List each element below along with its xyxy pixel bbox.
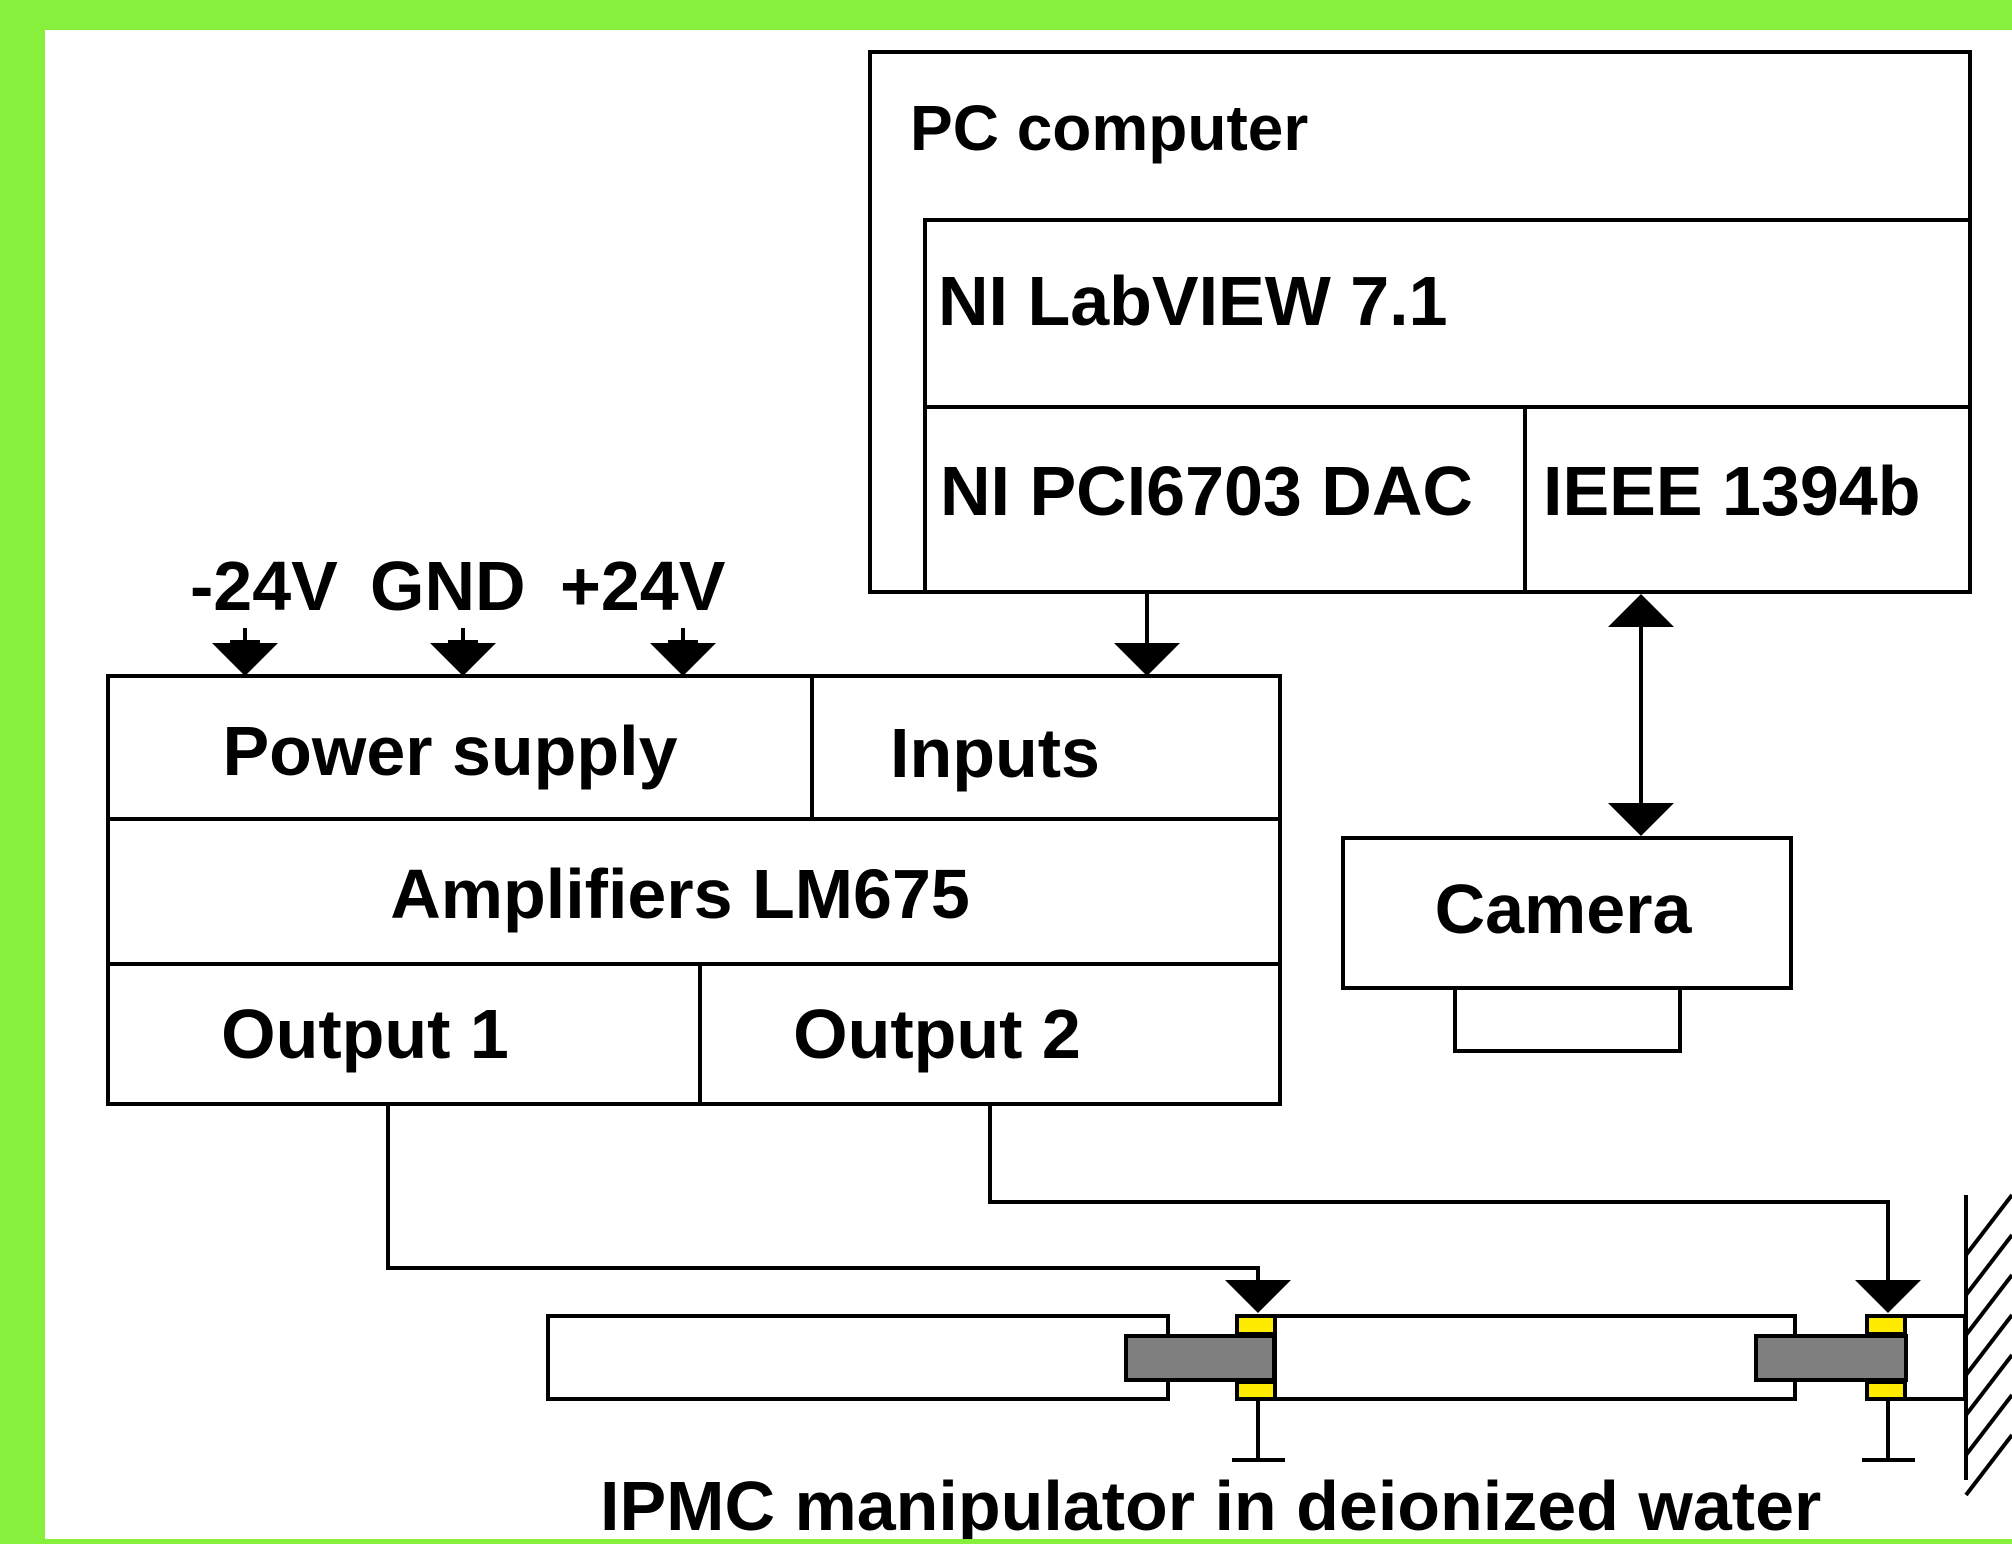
output2-label: Output 2 [793, 995, 1081, 1073]
output1-arrowhead [1225, 1280, 1291, 1313]
electrode-1 [1124, 1334, 1276, 1382]
camera-lens [1453, 986, 1682, 1053]
ieee-label: IEEE 1394b [1543, 452, 1920, 530]
pos-voltage-label: +24V [560, 547, 726, 625]
power-supply-label: Power supply [222, 712, 677, 790]
ieee-box [1523, 405, 1972, 594]
output1-wire [386, 1104, 1260, 1282]
pc-title: PC computer [910, 92, 1308, 164]
gnd-arrowhead [430, 643, 496, 676]
amplifiers-label: Amplifiers LM675 [390, 855, 970, 933]
manipulator-caption: IPMC manipulator in deionized water [600, 1467, 1821, 1539]
ieee-arrowhead [1608, 594, 1674, 627]
wall-hatching [1964, 1193, 2012, 1497]
amp-top-row [106, 674, 1282, 821]
ipmc-segment-1 [546, 1314, 1170, 1401]
pos-arrowhead [650, 643, 716, 676]
camera-box [1341, 836, 1793, 990]
clamp-2-top [1865, 1314, 1907, 1336]
neg-voltage-label: -24V [190, 547, 338, 625]
labview-label: NI LabVIEW 7.1 [938, 262, 1448, 340]
ipmc-segment-2 [1273, 1314, 1797, 1401]
inputs-arrowhead [1114, 643, 1180, 676]
inputs-label: Inputs [890, 714, 1100, 792]
output2-wire [988, 1104, 1890, 1282]
output1-label: Output 1 [221, 995, 509, 1073]
camera-label: Camera [1435, 870, 1693, 948]
camera-arrowhead [1608, 803, 1674, 836]
clamp-2-bottom [1865, 1380, 1907, 1401]
output2-arrowhead [1855, 1280, 1921, 1313]
clamp-1-top [1235, 1314, 1277, 1336]
dac-label: NI PCI6703 DAC [940, 452, 1473, 530]
outputs-row [106, 962, 1282, 1106]
neg-arrowhead [212, 643, 278, 676]
labview-box [923, 218, 1972, 409]
clamp-1-bottom [1235, 1380, 1277, 1401]
ipmc-base-stub [1903, 1314, 1967, 1401]
gnd-label: GND [370, 547, 526, 625]
electrode-2 [1754, 1334, 1908, 1382]
amplifiers-box [106, 817, 1282, 966]
